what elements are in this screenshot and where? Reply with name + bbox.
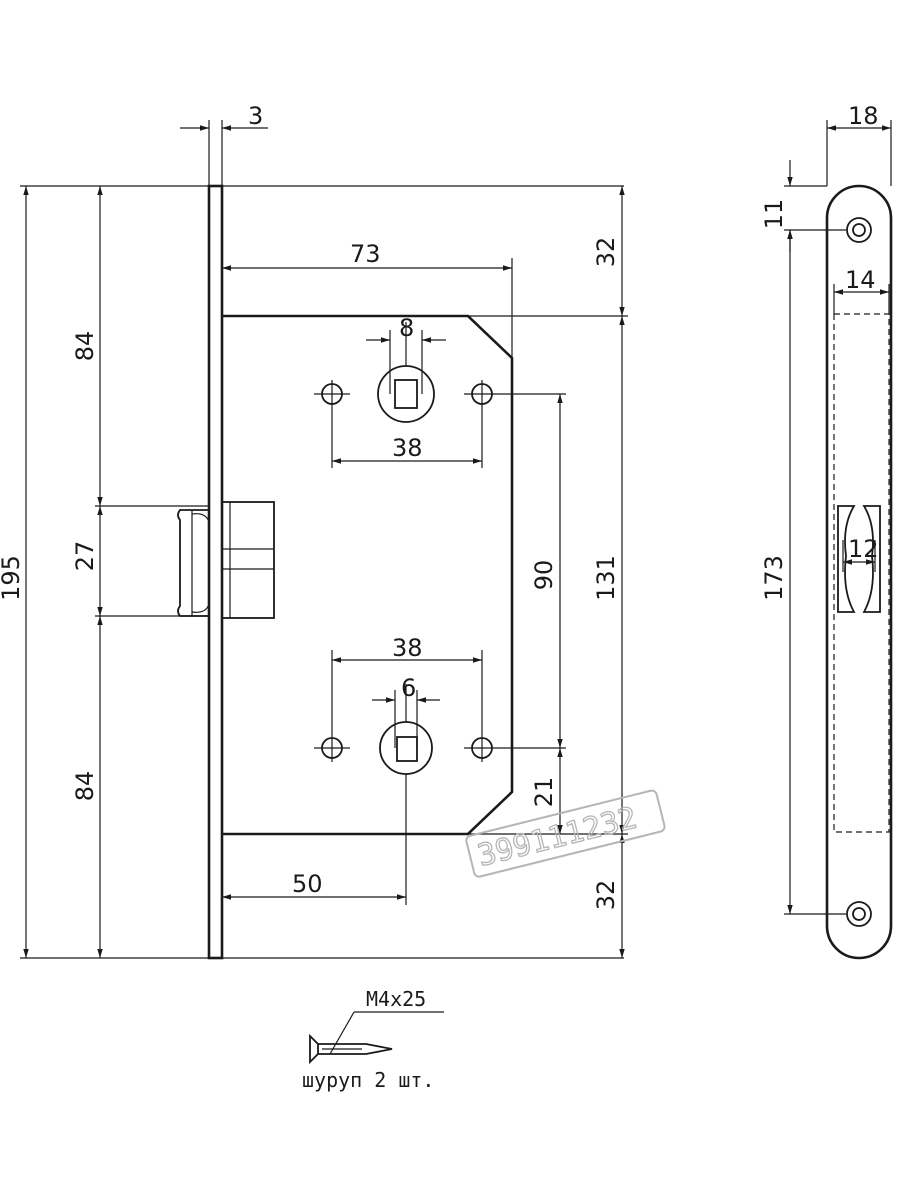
dim-bottom-offset: 32 [592,880,620,911]
dim-plate-width: 18 [848,102,879,130]
screw-spec: M4x25 [366,987,426,1011]
top-screw-hole [846,217,872,243]
bottom-screw-hole [846,901,872,927]
watermark: 399111232 [465,789,666,878]
dim-upper-section: 84 [71,331,99,362]
dim-top-offset: 32 [592,237,620,268]
side-dimension-lines [787,125,891,914]
dim-lower-section: 84 [71,771,99,802]
dim-case-height: 131 [592,555,620,601]
side-extension-lines [784,120,892,915]
dim-total-height: 195 [0,555,25,601]
dim-lower-square: 6 [401,674,416,702]
dim-backset: 50 [292,870,323,898]
dim-bottom-to-hole: 21 [530,777,558,808]
strike-plate [825,184,893,960]
side-view: 18 14 12 11 173 [760,102,893,960]
extension-lines [20,120,628,959]
svg-text:399111232: 399111232 [474,801,640,874]
dim-hole-offset: 11 [760,199,788,230]
screw-icon [309,1011,444,1065]
dim-latch-width: 12 [848,535,879,563]
case-outline [833,313,890,833]
front-view: 3 73 32 131 32 90 21 195 84 27 84 50 38 … [0,102,628,960]
latch [177,501,275,619]
dim-hole-spacing: 90 [530,560,558,591]
dim-upper-holes-spacing: 38 [392,434,423,462]
latch-side [837,505,881,613]
dim-latch-height: 27 [71,541,99,572]
dim-case-depth: 73 [350,240,381,268]
dim-slot-width: 14 [845,266,876,294]
faceplate [207,184,224,960]
dim-upper-square: 8 [399,314,414,342]
dim-lower-holes-spacing: 38 [392,634,423,662]
dimension-lines [23,125,625,958]
dim-plate-length: 173 [760,555,788,601]
screw-caption: шуруп 2 шт. [302,1068,434,1092]
dim-faceplate-thickness: 3 [248,102,263,130]
